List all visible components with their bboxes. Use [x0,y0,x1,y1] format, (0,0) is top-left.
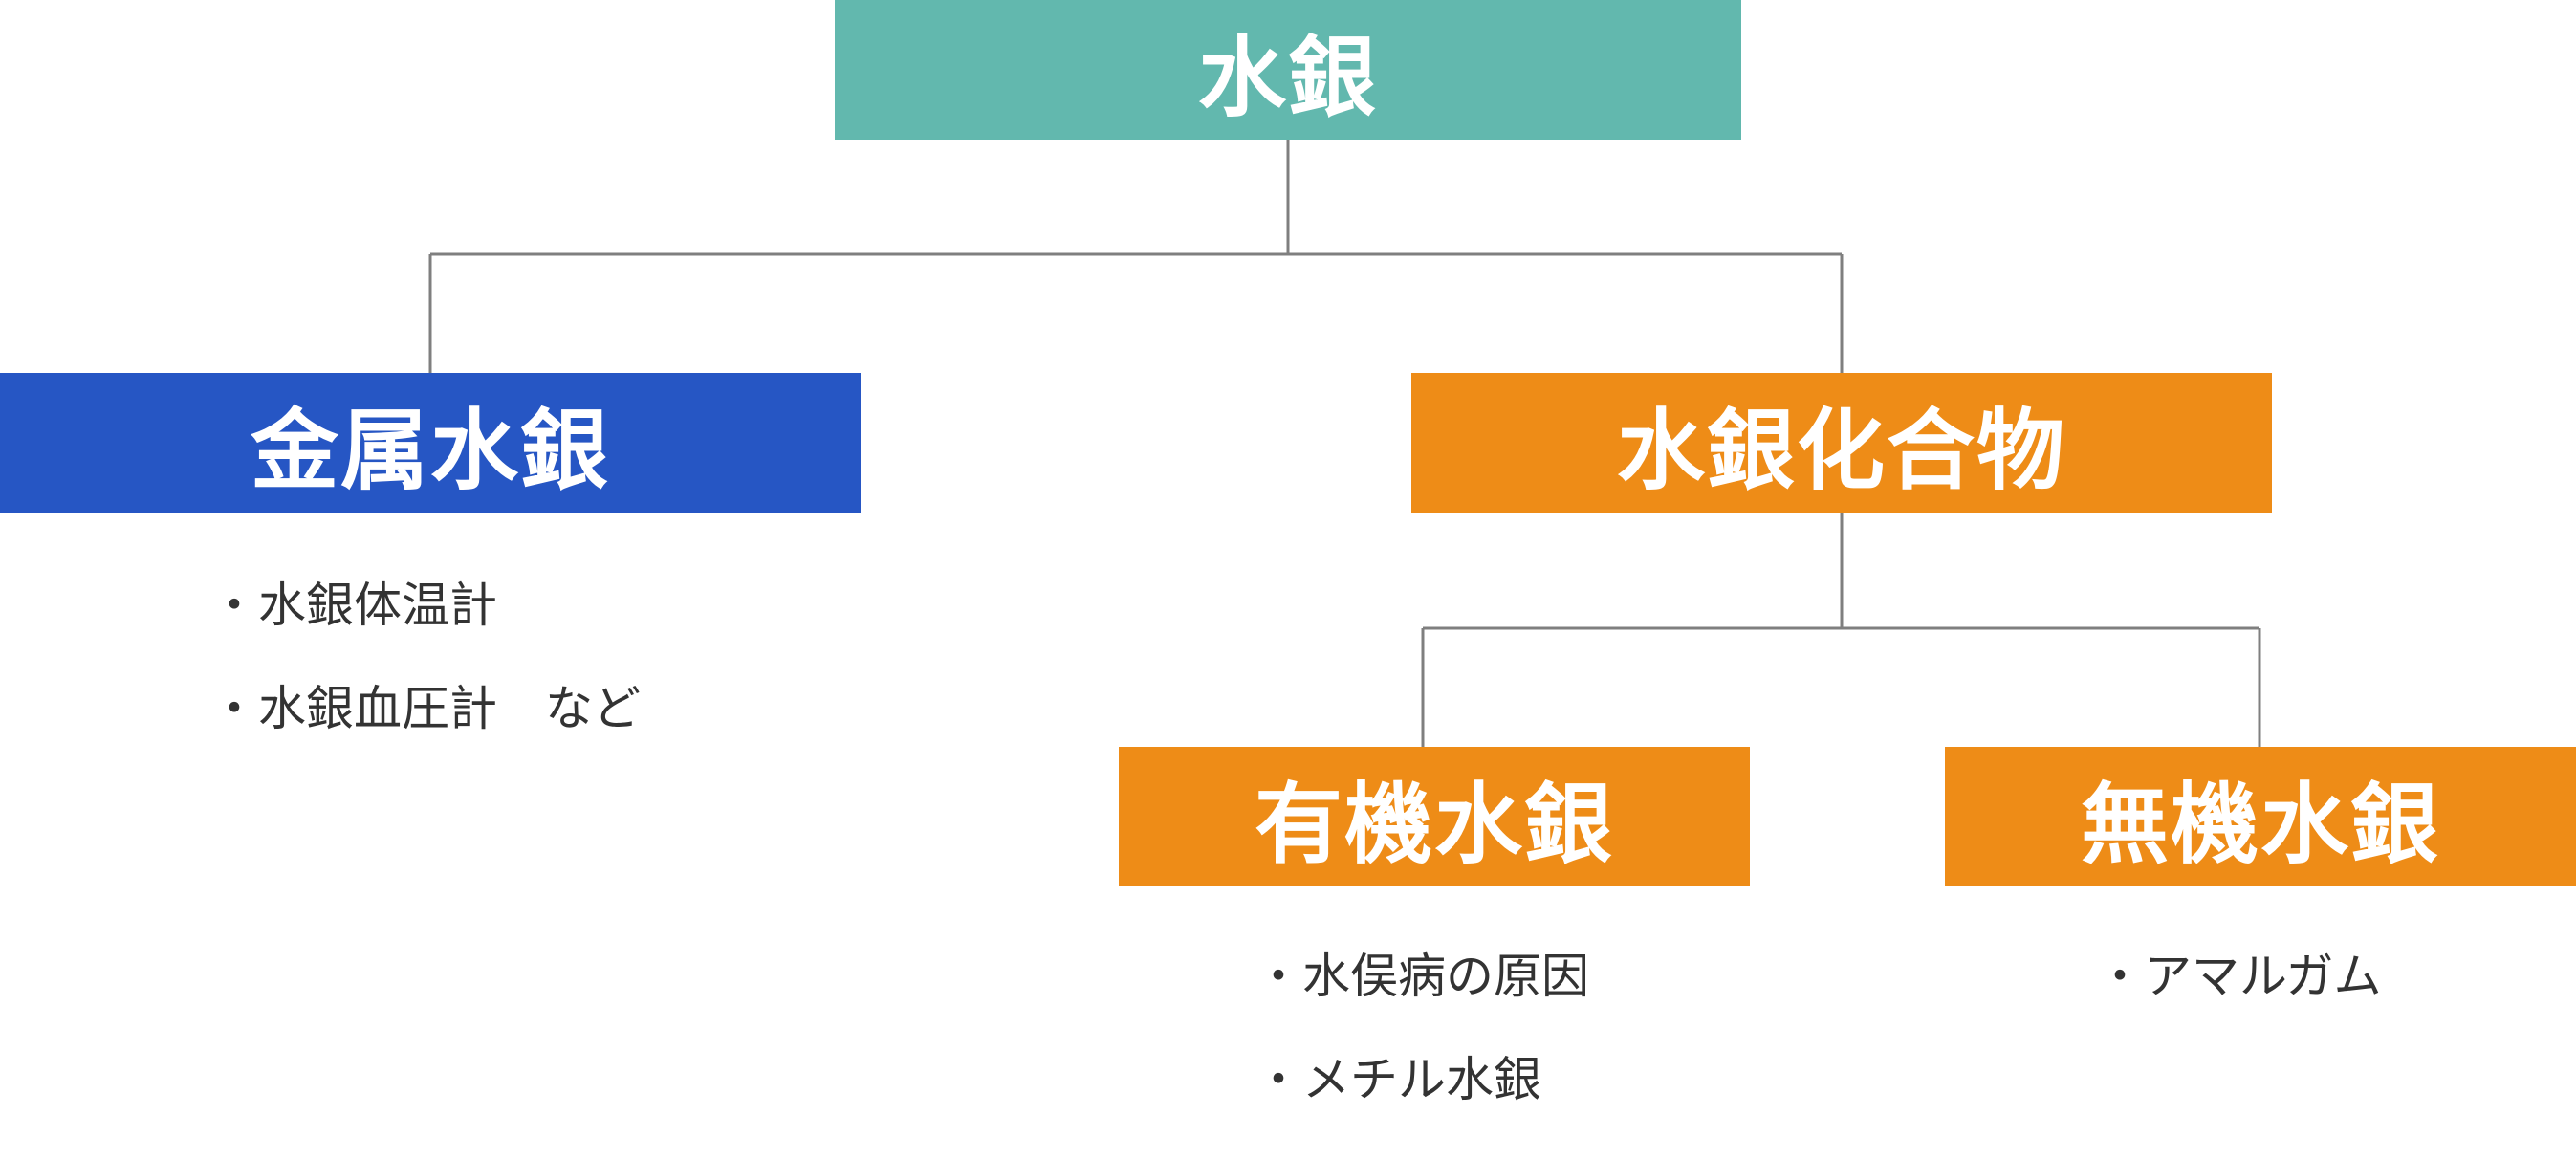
list-item: ・アマルガム [2096,949,2382,1004]
inorganic-node-label: 無機水銀 [2080,772,2440,876]
metal-examples-list: ・水銀体温計 ・水銀血圧計 など [210,581,641,788]
organic-examples-list: ・水俣病の原因 ・メチル水銀 [1255,952,1589,1159]
connector-lines [428,140,2261,747]
node-organic-mercury: 有機水銀 [1119,747,1750,886]
metal-node-label: 金属水銀 [250,398,610,502]
node-mercury-compounds: 水銀化合物 [1411,373,2272,513]
connector-compound-to-children [1421,513,2261,747]
compound-node-label: 水銀化合物 [1616,398,2066,502]
list-item: ・水俣病の原因 [1255,949,1589,1004]
inorganic-examples-list: ・アマルガム [2096,952,2382,1056]
node-metallic-mercury: 金属水銀 [0,373,861,513]
connector-root-to-children [428,140,1844,373]
root-node-mercury: 水銀 [835,0,1741,140]
list-item: ・メチル水銀 [1255,1052,1541,1107]
node-inorganic-mercury: 無機水銀 [1945,747,2576,886]
list-item: ・水銀血圧計 など [210,681,641,736]
list-item: ・水銀体温計 [210,578,497,633]
root-node-label: 水銀 [1197,25,1378,129]
organic-node-label: 有機水銀 [1254,772,1614,876]
